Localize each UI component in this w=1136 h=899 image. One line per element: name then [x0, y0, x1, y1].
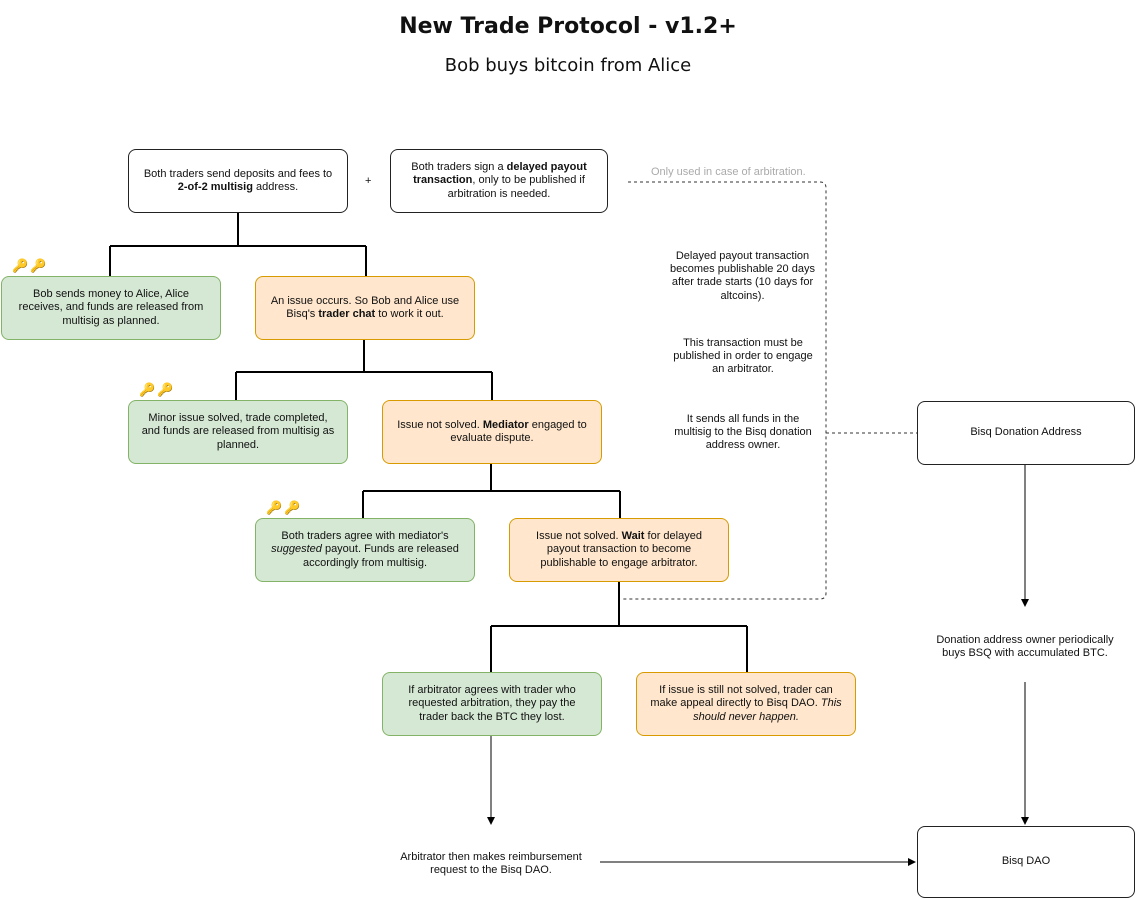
note-sends-funds: It sends all funds in the multisig to th… [674, 413, 812, 452]
node-minor-issue: Minor issue solved, trade completed, and… [128, 400, 348, 464]
keys-icon: 🔑🔑 [266, 500, 303, 515]
note-publishable: Delayed payout transaction becomes publi… [670, 250, 815, 302]
branch-2 [235, 339, 493, 400]
diagram-subtitle: Bob buys bitcoin from Alice [444, 55, 692, 76]
node-bisq-dao: Bisq DAO [917, 826, 1135, 898]
dashed-arbitration-line [622, 181, 827, 600]
keys-icon: 🔑🔑 [139, 382, 176, 397]
node-wait-delayed: Issue not solved. Wait for delayed payou… [509, 518, 729, 582]
keys-icon: 🔑🔑 [12, 258, 49, 273]
plus-sign: + [365, 175, 372, 187]
diagram-title: New Trade Protocol - v1.2+ [399, 14, 737, 39]
node-donation-owner: Donation address owner periodically buys… [936, 634, 1114, 660]
branch-4 [490, 581, 748, 672]
note-only-used: Only used in case of arbitration. [651, 166, 806, 178]
branch-1 [109, 212, 367, 276]
node-appeal: If issue is still not solved, trader can… [636, 672, 856, 736]
branch-3 [362, 463, 621, 518]
node-bob-sends: Bob sends money to Alice, Alice receives… [1, 276, 221, 340]
node-mediator: Issue not solved. Mediator engaged to ev… [382, 400, 602, 464]
node-agree-mediator: Both traders agree with mediator's sugge… [255, 518, 475, 582]
node-deposits: Both traders send deposits and fees to 2… [128, 149, 348, 213]
node-delayed-payout: Both traders sign a delayed payout trans… [390, 149, 608, 213]
node-issue-occurs: An issue occurs. So Bob and Alice use Bi… [255, 276, 475, 340]
node-donation-address: Bisq Donation Address [917, 401, 1135, 465]
node-arbitrator-agrees: If arbitrator agrees with trader who req… [382, 672, 602, 736]
note-must-publish: This transaction must be published in or… [673, 337, 813, 376]
node-reimbursement: Arbitrator then makes reimbursement requ… [400, 851, 582, 877]
